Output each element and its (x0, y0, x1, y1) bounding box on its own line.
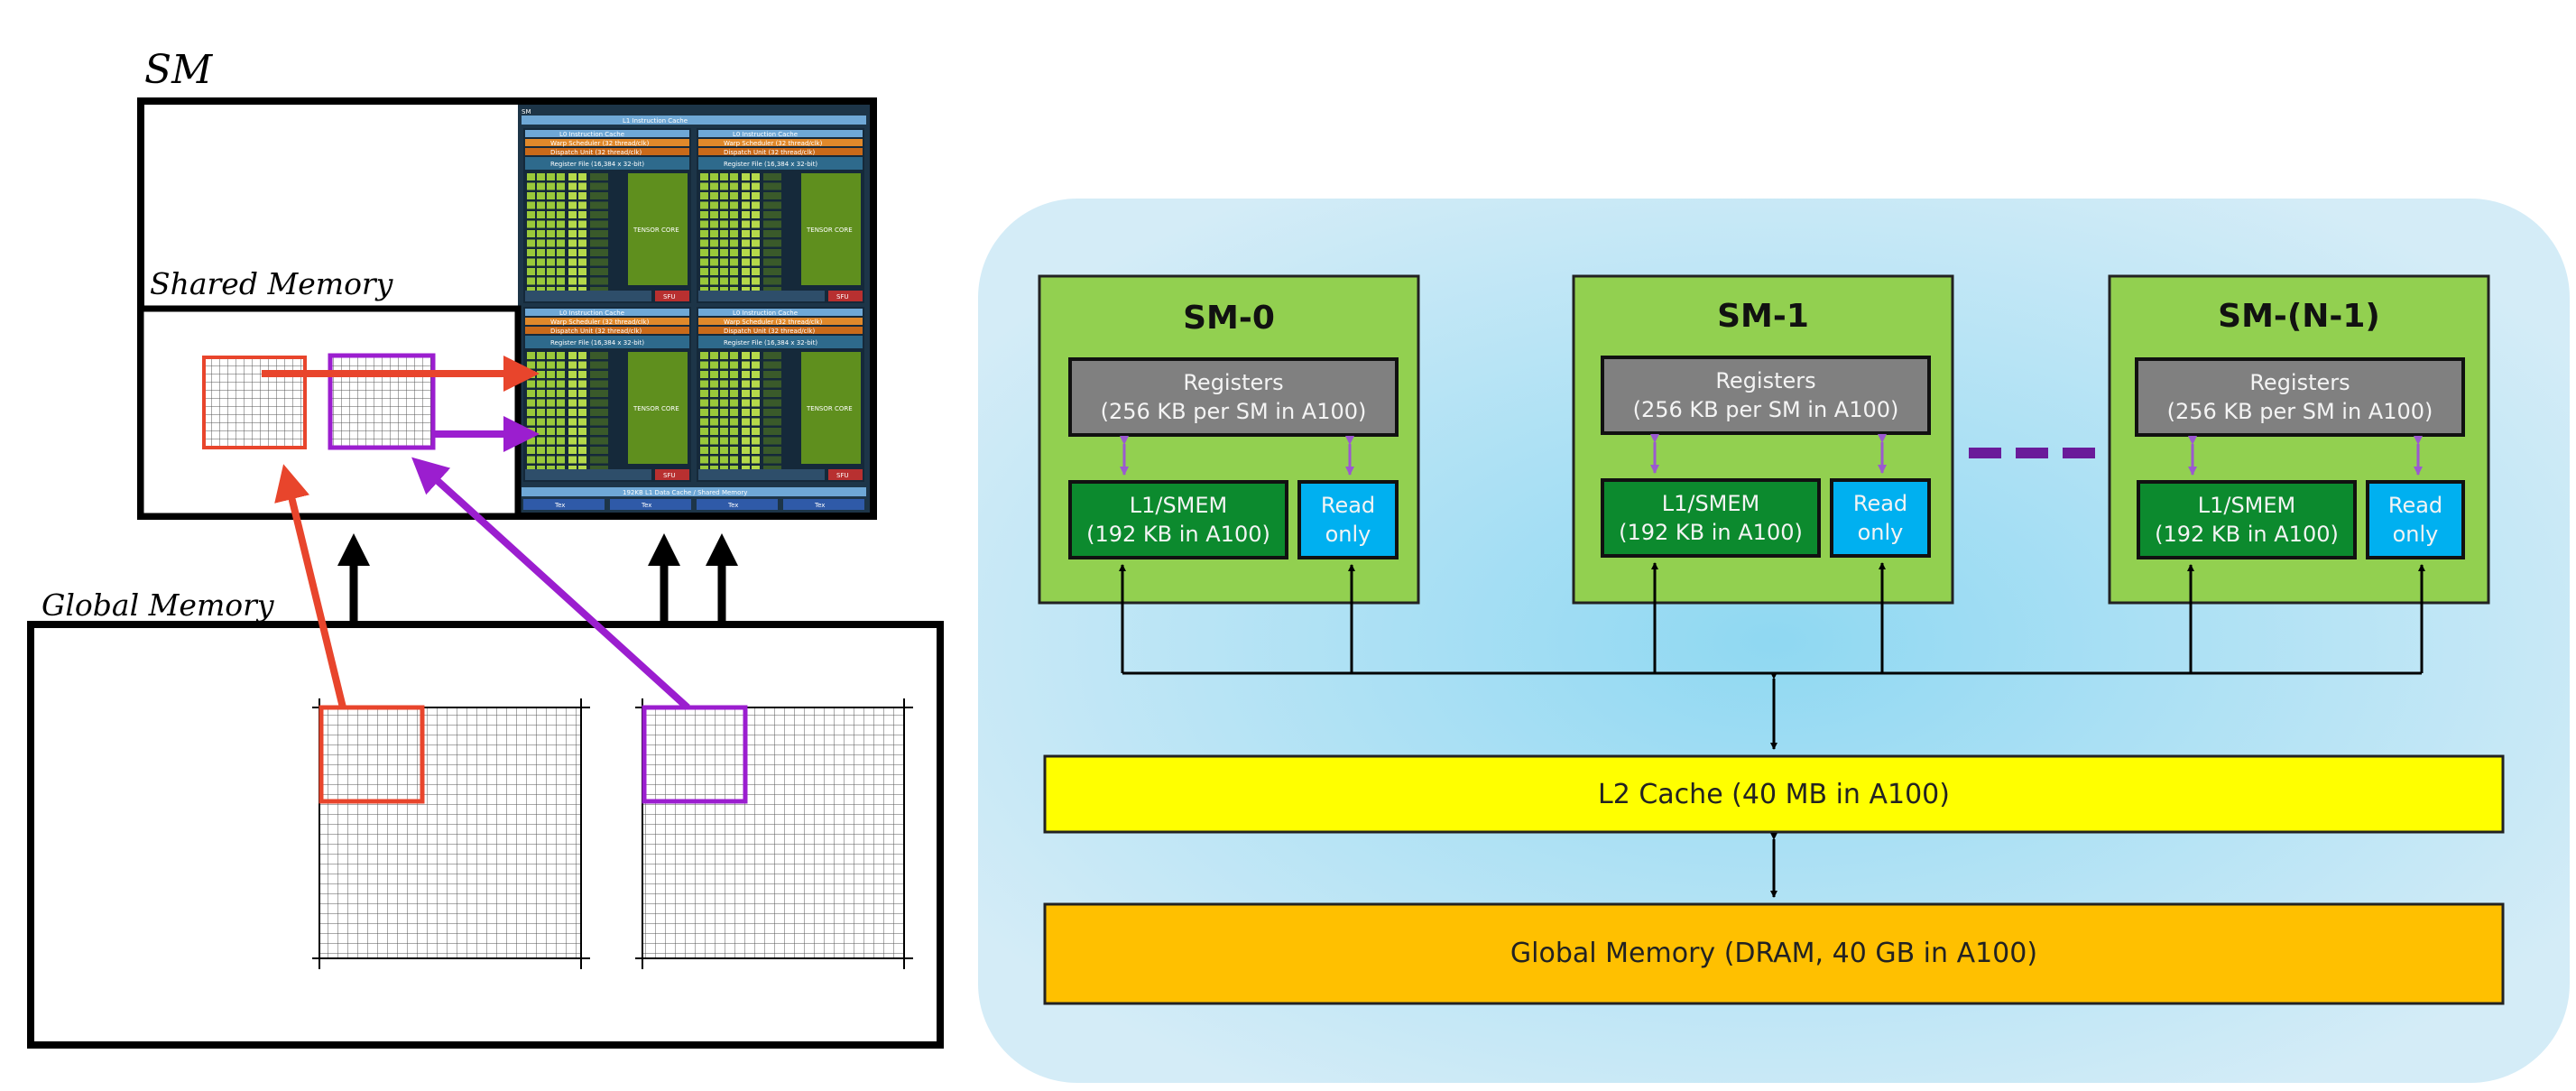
global-dram-label: Global Memory (DRAM, 40 GB in A100) (1510, 938, 2037, 969)
die-sfu-label: SFU (663, 472, 676, 479)
read-only-label-1: Read (1853, 491, 1907, 516)
sm-block-n-1: SM-(N-1) Registers (256 KB per SM in A10… (2108, 274, 2490, 605)
l1-smem-size: (192 KB in A100) (1619, 520, 1803, 545)
svg-text:Register File (16,384 x 32-bit: Register File (16,384 x 32-bit) (724, 339, 817, 347)
l1-smem-label: L1/SMEM (2198, 493, 2296, 518)
registers-box (1068, 357, 1399, 437)
die-l1-dcache (522, 487, 866, 496)
die-tex-4: Tex (814, 502, 825, 509)
global-dram-box (1043, 902, 2505, 1005)
die-sfu-label: SFU (836, 293, 849, 300)
svg-text:L0 Instruction Cache: L0 Instruction Cache (733, 131, 798, 138)
svg-text:TENSOR CORE: TENSOR CORE (632, 405, 679, 412)
svg-text:Warp Scheduler (32 thread/clk): Warp Scheduler (32 thread/clk) (550, 140, 650, 147)
left-diagram: SM SM L1 Instruction Cache L0 Instructio… (27, 47, 944, 1049)
die-tex-1: Tex (554, 502, 565, 509)
die-tex-2: Tex (641, 502, 651, 509)
die-tex-3: Tex (727, 502, 738, 509)
sm-block-0: SM-0 Registers (256 KB per SM in A100) L… (1038, 274, 1420, 605)
svg-text:TENSOR CORE: TENSOR CORE (806, 405, 853, 412)
die-sfu-label: SFU (663, 293, 676, 300)
die-l1-icache (522, 116, 866, 125)
sm-die-image: SM L1 Instruction Cache L0 Instruction C… (518, 105, 870, 513)
l2-cache-label: L2 Cache (40 MB in A100) (1598, 779, 1950, 810)
registers-size: (256 KB per SM in A100) (1101, 399, 1367, 424)
l1-smem-box (2137, 480, 2357, 559)
read-only-label-2: only (2393, 522, 2439, 547)
read-only-box (1830, 478, 1931, 558)
sm-title: SM-1 (1717, 298, 1809, 335)
svg-text:L0 Instruction Cache: L0 Instruction Cache (733, 310, 798, 317)
l2-cache-box (1043, 754, 2505, 834)
svg-text:Register File (16,384 x 32-bit: Register File (16,384 x 32-bit) (550, 339, 644, 347)
svg-text:L0 Instruction Cache: L0 Instruction Cache (559, 310, 624, 317)
svg-text:Dispatch Unit (32 thread/clk): Dispatch Unit (32 thread/clk) (550, 328, 642, 335)
global-matrix-b (635, 698, 913, 969)
read-only-label-2: only (1858, 520, 1904, 545)
arrow-global-red-to-shared (274, 464, 346, 708)
svg-text:TENSOR CORE: TENSOR CORE (806, 227, 853, 234)
shared-memory-label: Shared Memory (150, 266, 393, 301)
l1-smem-box (1068, 480, 1288, 559)
svg-text:Dispatch Unit (32 thread/clk): Dispatch Unit (32 thread/clk) (724, 328, 815, 335)
registers-label: Registers (1715, 368, 1815, 393)
svg-text:Dispatch Unit (32 thread/clk): Dispatch Unit (32 thread/clk) (724, 149, 815, 156)
svg-text:Dispatch Unit (32 thread/clk): Dispatch Unit (32 thread/clk) (550, 149, 642, 156)
global-tile-red (319, 705, 425, 804)
global-matrix-a (312, 698, 590, 969)
svg-text:Register File (16,384 x 32-bit: Register File (16,384 x 32-bit) (550, 161, 644, 168)
sm-label: SM (144, 47, 213, 93)
die-sfu-label: SFU (836, 472, 849, 479)
sm-ellipsis-dashes (1969, 448, 2095, 458)
die-tex-row: Tex Tex Tex Tex (523, 499, 864, 510)
global-tile-purple (642, 705, 748, 804)
l1-smem-label: L1/SMEM (1662, 491, 1760, 516)
registers-size: (256 KB per SM in A100) (2167, 399, 2433, 424)
l1-smem-size: (192 KB in A100) (1086, 522, 1270, 547)
die-title: SM (522, 108, 531, 116)
l1-smem-size: (192 KB in A100) (2155, 522, 2339, 547)
registers-box (2135, 357, 2465, 437)
sm-title: SM-(N-1) (2218, 298, 2380, 335)
registers-label: Registers (2249, 370, 2350, 395)
l1-smem-box (1601, 478, 1821, 558)
read-only-label-2: only (1325, 522, 1371, 547)
read-only-label-1: Read (2388, 493, 2442, 518)
svg-text:Warp Scheduler (32 thread/clk): Warp Scheduler (32 thread/clk) (724, 140, 823, 147)
svg-text:Register File (16,384 x 32-bit: Register File (16,384 x 32-bit) (724, 161, 817, 168)
l1-smem-label: L1/SMEM (1130, 493, 1228, 518)
die-l1-icache-label: L1 Instruction Cache (623, 117, 688, 125)
svg-text:Warp Scheduler (32 thread/clk): Warp Scheduler (32 thread/clk) (550, 319, 650, 326)
registers-label: Registers (1183, 370, 1283, 395)
arrow-global-purple-to-shared (411, 457, 690, 710)
interconnect-bus (1119, 562, 2425, 750)
read-only-box (2366, 480, 2465, 559)
svg-text:TENSOR CORE: TENSOR CORE (632, 227, 679, 234)
registers-box (1601, 356, 1931, 435)
registers-size: (256 KB per SM in A100) (1633, 397, 1899, 422)
read-only-box (1297, 480, 1399, 559)
svg-text:Warp Scheduler (32 thread/clk): Warp Scheduler (32 thread/clk) (724, 319, 823, 326)
global-memory-label: Global Memory (42, 587, 274, 623)
die-l1-dcache-label: 192KB L1 Data Cache / Shared Memory (623, 489, 747, 496)
svg-text:L0 Instruction Cache: L0 Instruction Cache (559, 131, 624, 138)
shared-tile-purple (328, 353, 436, 450)
right-diagram: SM-0 Registers (256 KB per SM in A100) L… (978, 199, 2570, 1083)
read-only-label-1: Read (1321, 493, 1375, 518)
sm-block-1: SM-1 Registers (256 KB per SM in A100) L… (1572, 274, 1954, 605)
sm-title: SM-0 (1183, 300, 1275, 337)
